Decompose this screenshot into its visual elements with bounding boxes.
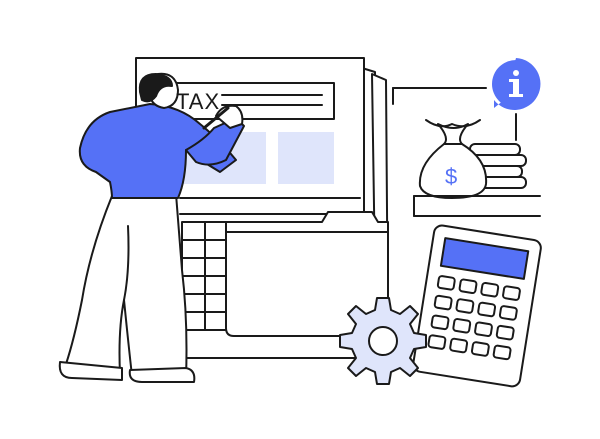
- calculator-keys: [427, 275, 521, 361]
- calculator-screen: [439, 237, 530, 280]
- calculator-icon: [412, 224, 542, 388]
- form-field: [278, 132, 334, 184]
- person-figure: [58, 72, 245, 383]
- shoe: [128, 367, 196, 383]
- gear-icon: [339, 297, 427, 385]
- pen-icon: [202, 106, 230, 130]
- tax-heading: TAX: [176, 89, 220, 114]
- arm: [185, 117, 245, 166]
- dollar-sign: $: [445, 164, 457, 189]
- sweater: [78, 103, 237, 199]
- hair: [138, 73, 173, 103]
- shoe: [58, 361, 123, 381]
- info-icon: [492, 58, 541, 110]
- money-bag-icon: [418, 119, 488, 199]
